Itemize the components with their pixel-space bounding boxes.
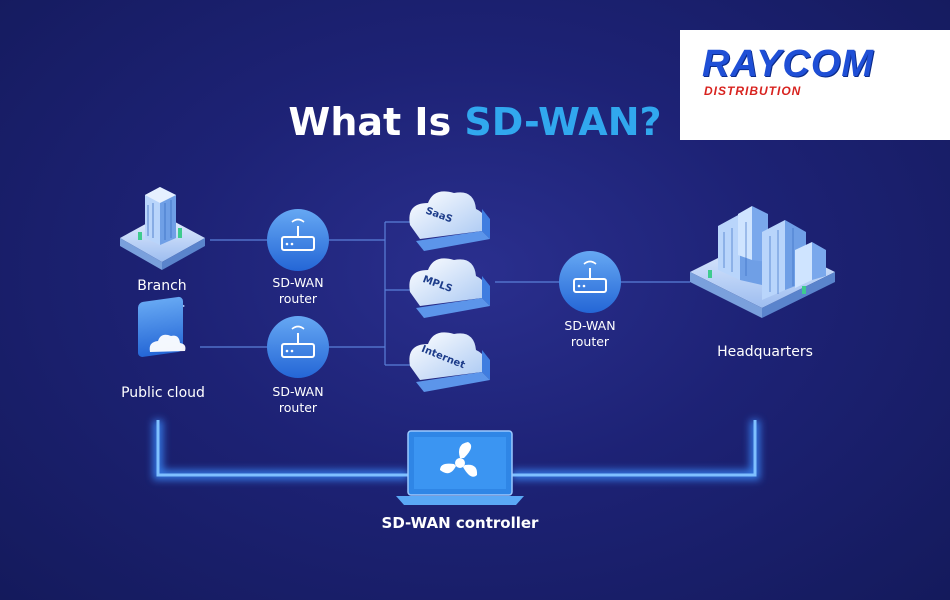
title-highlight: SD-WAN?	[464, 100, 662, 144]
controller-bus	[153, 420, 760, 480]
raycom-logo-sub: DISTRIBUTION	[704, 84, 802, 98]
controller-label: SD-WAN controller	[381, 514, 539, 532]
title-prefix: What Is	[288, 100, 465, 144]
headquarters-label: Headquarters	[717, 344, 813, 360]
router-hq-line1: SD-WAN	[564, 318, 616, 333]
branch-label: Branch	[137, 278, 187, 294]
router-hq-label: SD-WAN router	[550, 318, 630, 350]
logo-background	[680, 30, 950, 140]
building-icon	[120, 187, 205, 270]
router-top-label: SD-WAN router	[258, 275, 338, 307]
router-icon	[559, 251, 621, 313]
connection-lines	[200, 221, 690, 366]
router-top-line2: router	[278, 291, 318, 306]
cloud-icon	[409, 191, 490, 251]
cloud-server-icon	[138, 296, 186, 357]
router-icon	[267, 316, 329, 378]
page-title: What Is SD-WAN?	[0, 100, 950, 144]
router-bottom-line2: router	[278, 400, 318, 415]
router-bottom-label: SD-WAN router	[258, 384, 338, 416]
router-bottom-line1: SD-WAN	[272, 384, 324, 399]
raycom-logo: RAYCOM	[702, 43, 875, 85]
cloud-icon	[409, 258, 490, 318]
router-icon	[267, 209, 329, 271]
router-top-line1: SD-WAN	[272, 275, 324, 290]
fan-icon	[440, 442, 478, 477]
public-cloud-label: Public cloud	[121, 385, 205, 401]
router-hq-line2: router	[570, 334, 610, 349]
cloud-icon	[409, 332, 490, 392]
skyscraper-icon	[690, 206, 835, 318]
